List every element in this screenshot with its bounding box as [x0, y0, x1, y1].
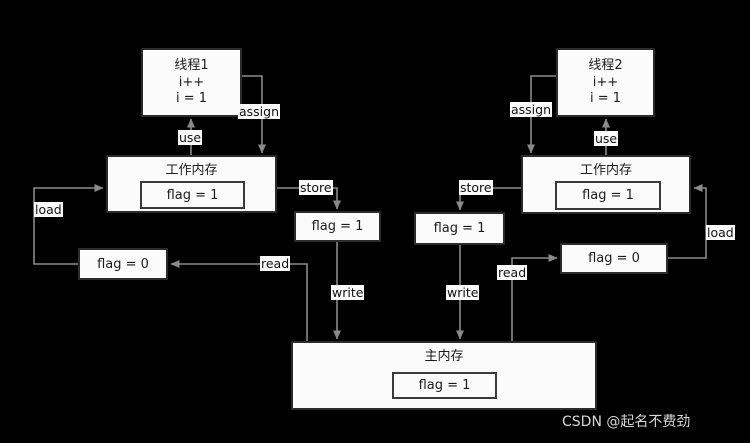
right-read-value: flag = 0 — [588, 251, 640, 266]
working-memory-left-value-box: flag = 1 — [140, 181, 245, 209]
label-read-left: read — [260, 256, 291, 271]
label-write-right: write — [446, 285, 480, 300]
watermark: CSDN @起名不费劲 — [562, 414, 691, 430]
right-read-value-box: flag = 0 — [560, 243, 668, 274]
label-write-left: write — [331, 285, 365, 300]
thread1-line3: i = 1 — [175, 91, 208, 107]
thread2-title: 线程2 — [588, 57, 623, 73]
main-memory-value: flag = 1 — [418, 378, 471, 393]
label-read-right: read — [497, 265, 528, 280]
label-assign-right: assign — [510, 102, 553, 117]
working-memory-left-value: flag = 1 — [166, 187, 219, 203]
thread2-box: 线程2 i++ i = 1 — [556, 48, 655, 117]
edge-load-left — [33, 184, 104, 265]
thread1-line2: i++ — [178, 74, 205, 90]
working-memory-right-title: 工作内存 — [579, 163, 632, 178]
main-memory-title: 主内存 — [424, 349, 464, 364]
thread1-title: 线程1 — [174, 57, 209, 73]
label-assign-left: assign — [238, 104, 281, 119]
thread2-line2: i++ — [592, 74, 619, 90]
edge-load-right — [668, 184, 707, 259]
edge-read-left — [170, 260, 308, 341]
thread1-box: 线程1 i++ i = 1 — [141, 48, 242, 117]
right-store-value-box: flag = 1 — [414, 212, 505, 245]
main-memory-value-box: flag = 1 — [392, 372, 497, 399]
edge-read-right — [511, 254, 558, 341]
edge-store-left — [277, 187, 341, 210]
label-load-left: load — [34, 202, 63, 217]
label-store-right: store — [459, 180, 493, 195]
edge-assign-left — [242, 75, 266, 154]
working-memory-right-value-box: flag = 1 — [555, 181, 661, 210]
label-use-right: use — [594, 131, 619, 146]
thread2-line3: i = 1 — [589, 91, 622, 107]
working-memory-right-value: flag = 1 — [582, 188, 634, 203]
label-store-left: store — [299, 180, 333, 195]
left-store-value: flag = 1 — [311, 219, 364, 234]
edge-assign-right — [527, 75, 556, 154]
label-use-left: use — [178, 130, 203, 145]
left-read-value-box: flag = 0 — [78, 248, 168, 280]
working-memory-left-title: 工作内存 — [165, 163, 218, 178]
right-store-value: flag = 1 — [433, 221, 486, 236]
label-load-right: load — [706, 225, 735, 240]
left-read-value: flag = 0 — [97, 256, 149, 272]
left-store-value-box: flag = 1 — [294, 211, 381, 242]
